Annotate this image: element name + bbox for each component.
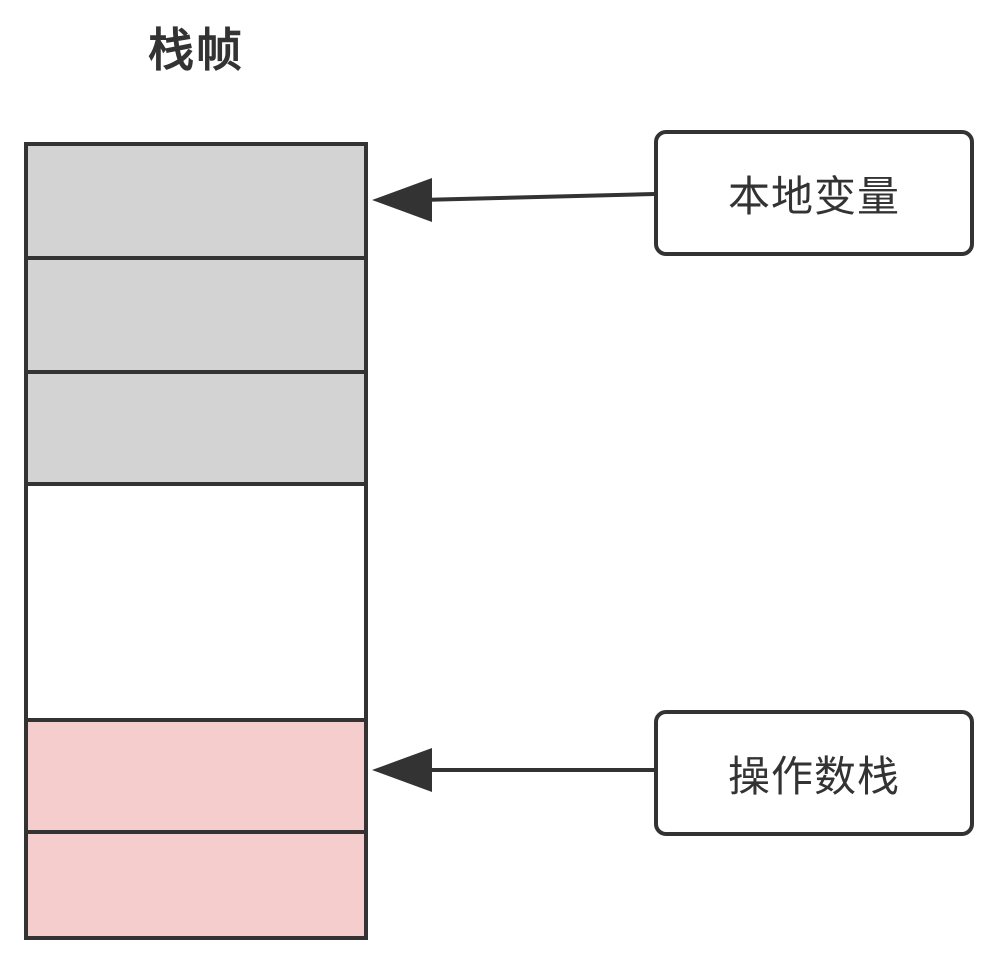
local-variable-slot-1: [28, 146, 364, 260]
operand-stack-text: 操作数栈: [727, 751, 900, 801]
operand-stack-arrow: [372, 748, 654, 792]
operand-stack-label: 操作数栈: [654, 710, 974, 836]
local-variable-slot-3: [28, 374, 364, 486]
diagram-title: 栈帧: [148, 23, 244, 77]
local-variables-arrow: [372, 178, 655, 222]
local-variable-slot-2: [28, 260, 364, 374]
operand-stack-slot-1: [28, 722, 364, 834]
local-variables-label: 本地变量: [654, 130, 974, 256]
empty-slot: [28, 486, 364, 722]
local-variables-text: 本地变量: [727, 171, 900, 221]
operand-stack-slot-2: [28, 834, 364, 936]
stack-frame: [24, 142, 368, 940]
